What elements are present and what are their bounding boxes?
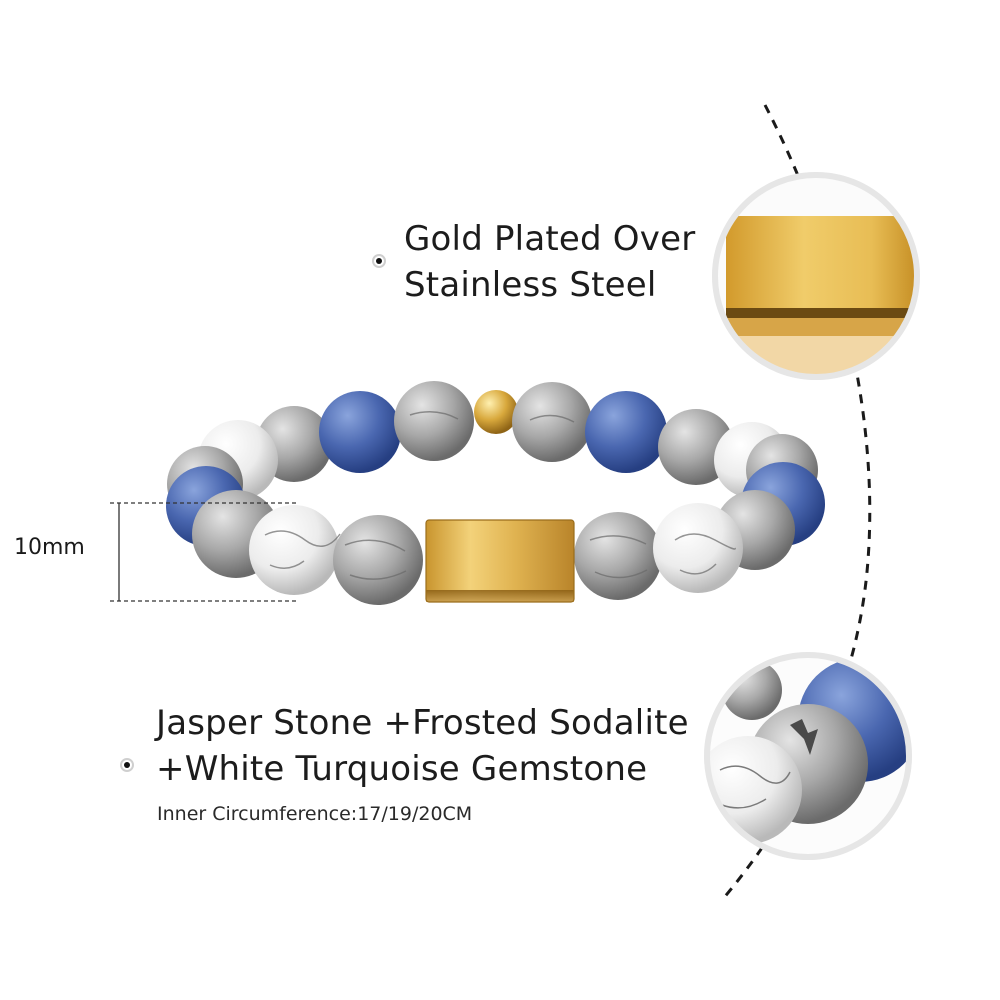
zoom-circle-gold	[712, 172, 920, 380]
callout-bottom-line1: Jasper Stone +Frosted Sodalite	[156, 703, 689, 743]
bullet-icon	[372, 254, 386, 268]
zoom-circle-stones	[704, 652, 912, 860]
bead-texture	[264, 411, 736, 580]
callout-gold-plated: Gold Plated Over Stainless Steel	[404, 216, 724, 308]
callout-top-line2: Stainless Steel	[404, 265, 657, 305]
bead-row-front	[192, 490, 743, 605]
callout-bottom-line2: +White Turquoise Gemstone	[156, 749, 648, 789]
dimension-marker	[110, 502, 296, 602]
callout-stones: Jasper Stone +Frosted Sodalite +White Tu…	[156, 700, 716, 792]
gold-bar	[425, 519, 575, 603]
dimension-label: 10mm	[14, 535, 85, 560]
bullet-icon	[120, 758, 134, 772]
bead-row-back	[198, 381, 818, 506]
inner-circumference-note: Inner Circumference:17/19/20CM	[157, 803, 473, 825]
callout-top-line1: Gold Plated Over	[404, 219, 696, 259]
